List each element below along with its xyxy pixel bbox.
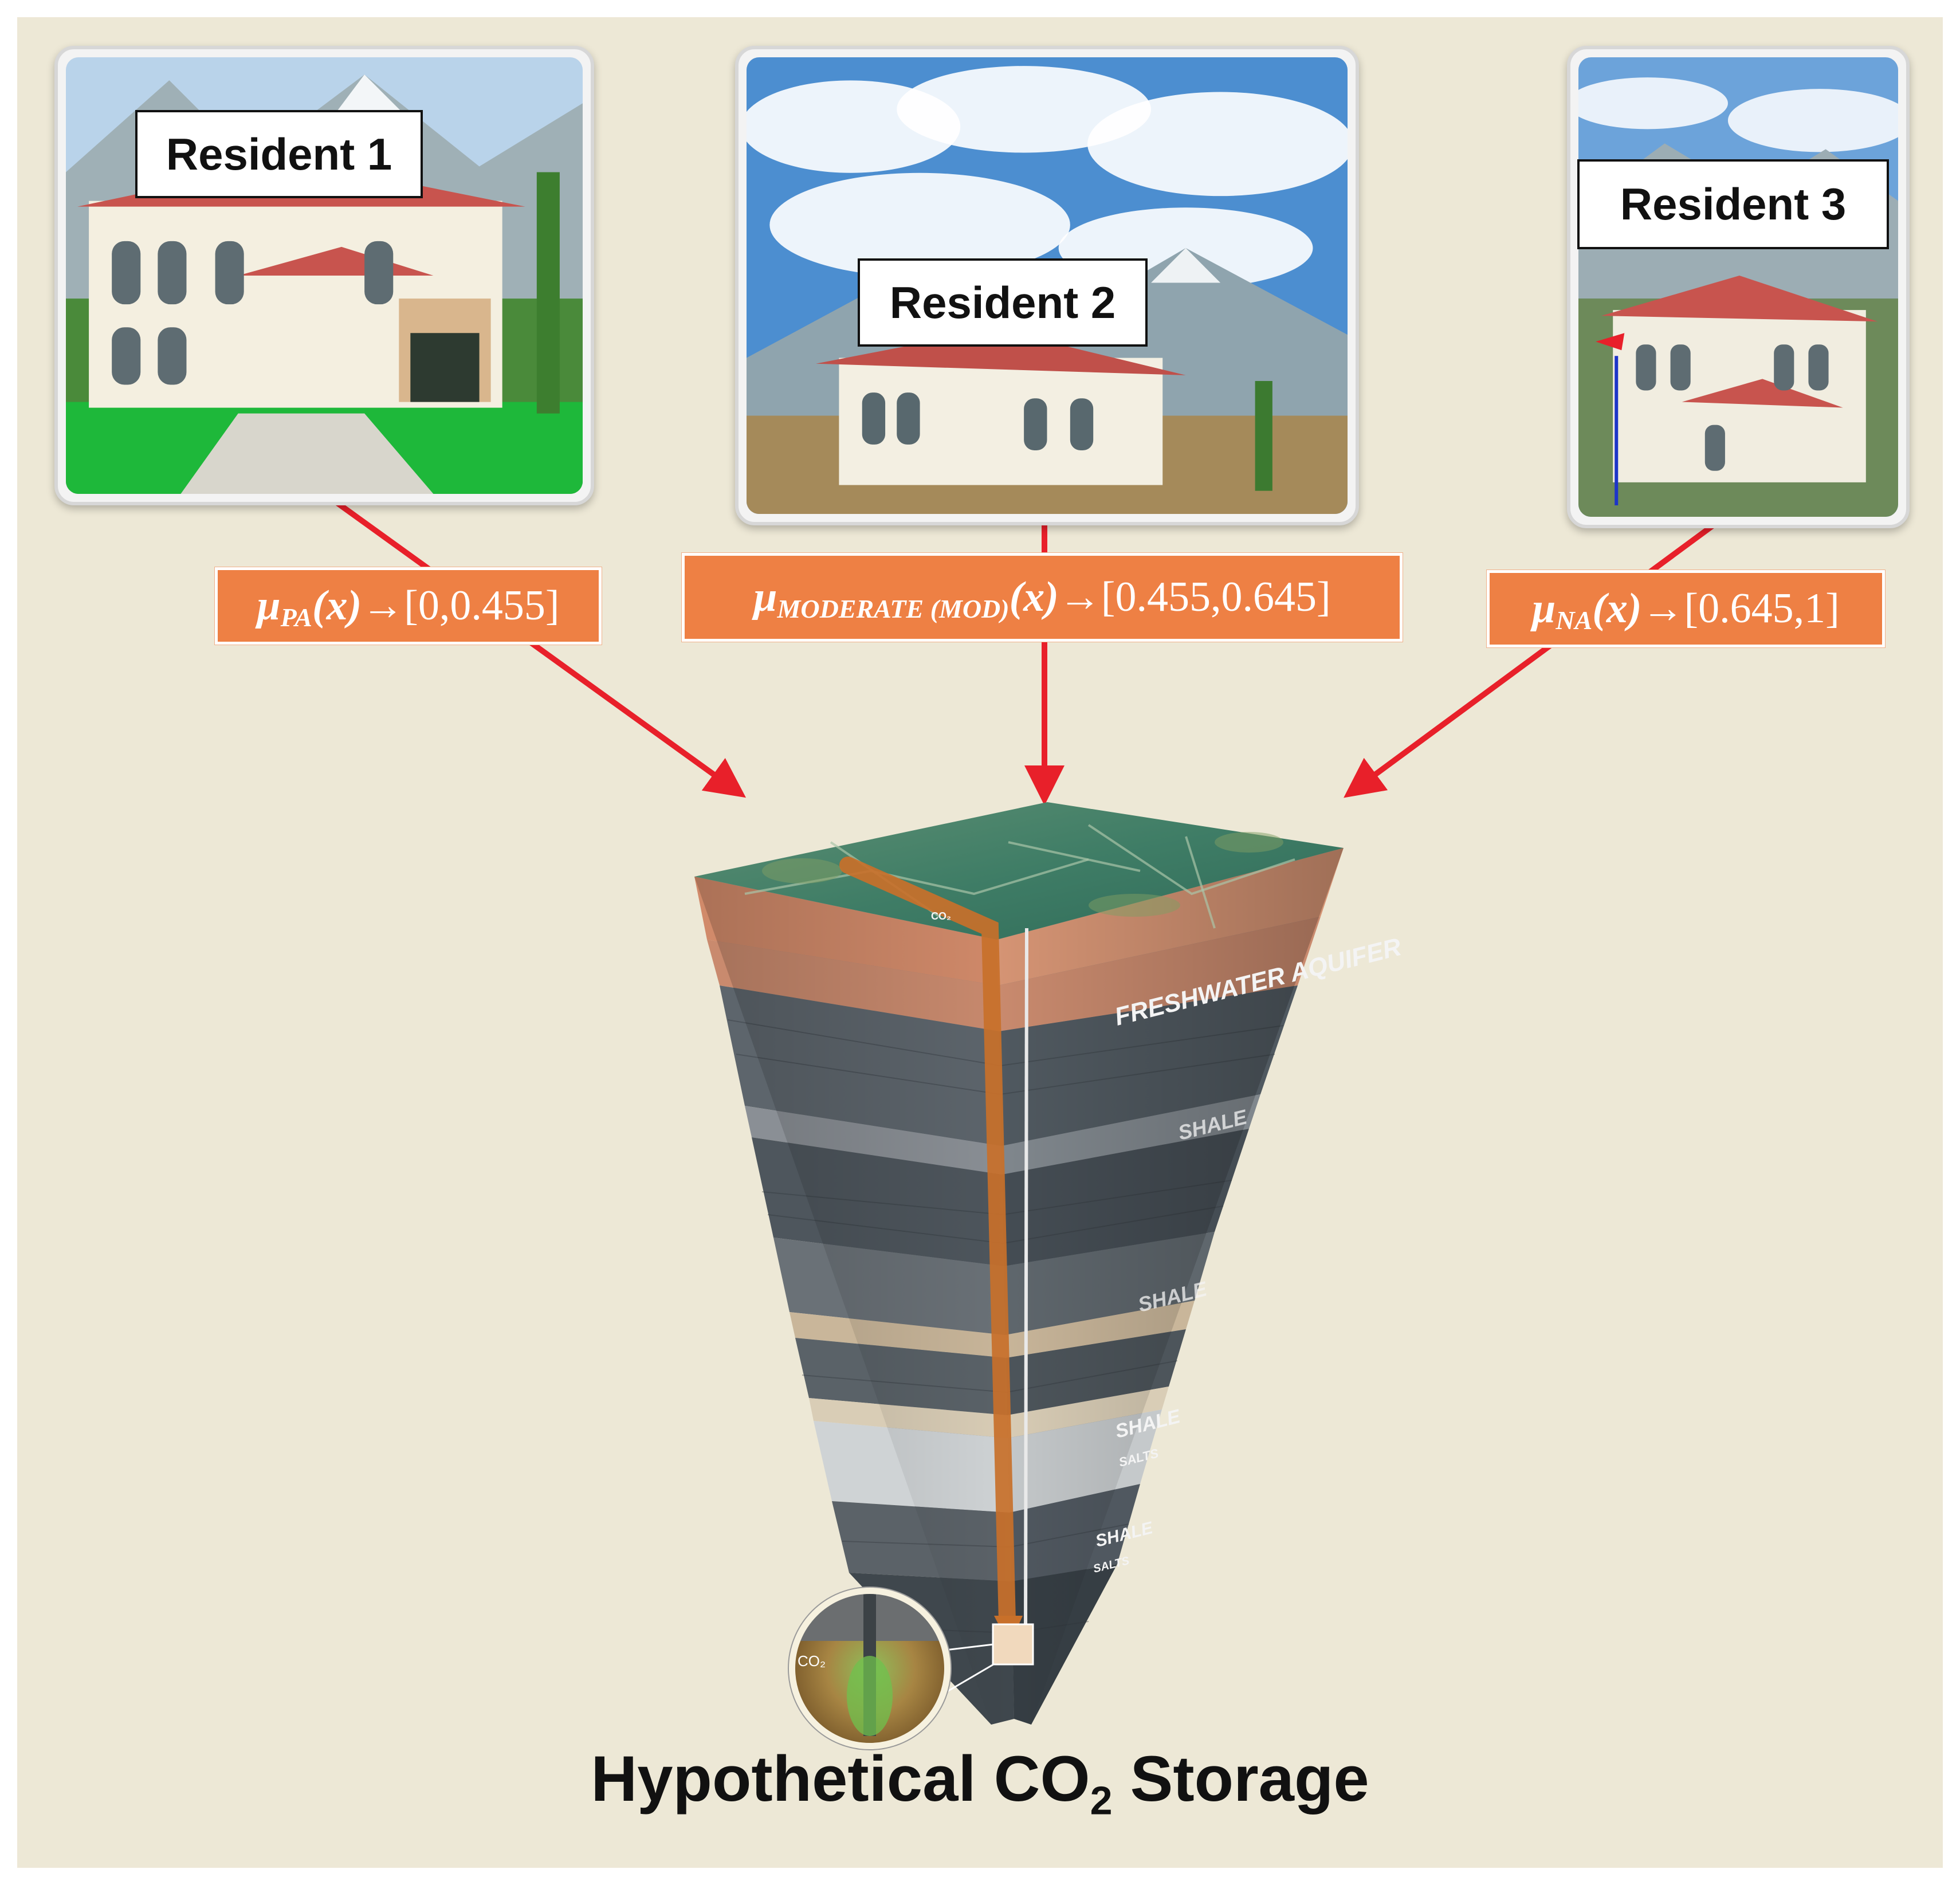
- arrow-resident-3: [1344, 510, 1732, 798]
- mu-arrow: →: [1641, 585, 1684, 632]
- mu-arrow: →: [1058, 574, 1101, 621]
- storage-zone: [992, 1623, 1034, 1666]
- mu-range: [0.645,1]: [1684, 585, 1840, 632]
- resident-1-photo: [54, 46, 594, 505]
- mu-subscript: PA: [280, 603, 312, 632]
- injection-pipe: [1024, 928, 1028, 1639]
- block-top-surface: [694, 802, 1344, 940]
- co2-surface-label: CO₂: [931, 910, 951, 922]
- mu-symbol: μ: [753, 574, 777, 621]
- mu-arrow: →: [362, 582, 404, 629]
- mu-range: [0.455,0.645]: [1101, 574, 1331, 621]
- mu-range: [0,0.455]: [404, 582, 560, 629]
- resident-1-label: Resident 1: [135, 110, 423, 198]
- caption-tail: Storage: [1112, 1743, 1369, 1815]
- resident-2-label: Resident 2: [858, 258, 1148, 347]
- house-illustration-3: [1578, 57, 1898, 517]
- geologic-block: FRESHWATER AQUIFER SHALE SHALE SHALE SAL…: [694, 802, 1404, 1750]
- diagram-caption: Hypothetical CO2 Storage: [0, 1742, 1960, 1823]
- mu-argument: (x): [312, 582, 362, 629]
- resident-3-label: Resident 3: [1577, 159, 1889, 249]
- mu-symbol: μ: [257, 582, 281, 629]
- co2-injection-arrow: [839, 857, 1016, 1630]
- caption-main: Hypothetical CO: [591, 1743, 1090, 1815]
- mu-argument: (x): [1592, 585, 1642, 632]
- mu-subscript: MODERATE (MOD): [777, 594, 1010, 623]
- resident-3-photo: [1567, 46, 1910, 528]
- mu-symbol: μ: [1532, 585, 1556, 632]
- co2-inset-label: CO₂: [798, 1652, 826, 1670]
- mu-subscript: NA: [1556, 606, 1593, 635]
- caption-subscript: 2: [1090, 1778, 1113, 1823]
- mu-argument: (x): [1009, 574, 1059, 621]
